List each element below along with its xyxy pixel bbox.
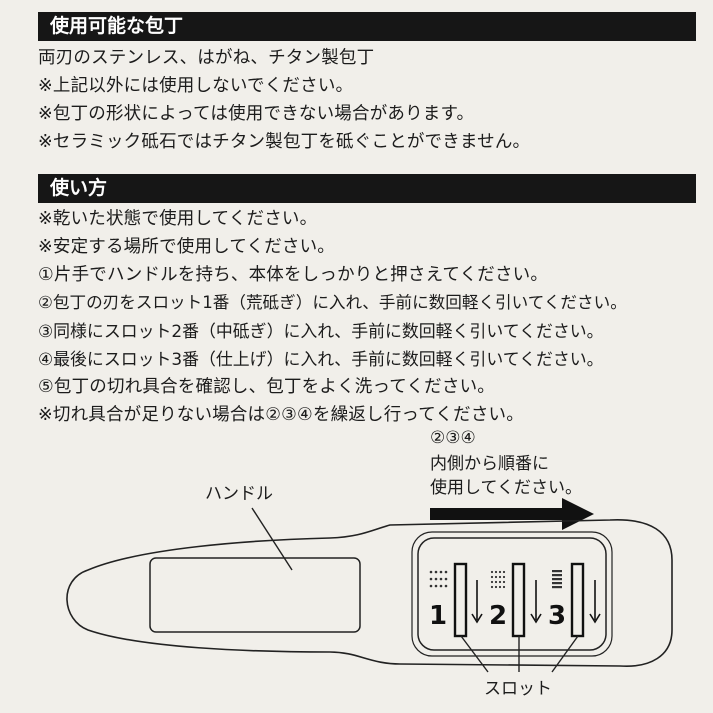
slot-number: 1	[429, 601, 447, 631]
slot-1	[453, 562, 468, 638]
order-note-line: 内側から順番に	[430, 454, 549, 474]
direction-arrow-icon	[430, 498, 594, 530]
slot-3	[570, 562, 585, 638]
text-line: ③同様にスロット2番（中砥ぎ）に入れ、手前に数回軽く引いてください。	[38, 321, 604, 341]
section-title: 使用可能な包丁	[50, 15, 184, 37]
text-line: ②包丁の刃をスロット1番（荒砥ぎ）に入れ、手前に数回軽く引いてください。	[38, 293, 627, 312]
section-header-how-to-use: 使い方	[38, 174, 696, 203]
handle-leader-line	[251, 507, 293, 571]
slot-number: 3	[548, 601, 566, 631]
text-line: ⑤包丁の切れ具合を確認し、包丁をよく洗ってください。	[38, 377, 495, 397]
section-title: 使い方	[50, 177, 108, 199]
order-note-line: 使用してください。	[430, 478, 582, 498]
grit-dots-medium	[490, 570, 506, 589]
text-line: ①片手でハンドルを持ち、本体をしっかりと押さえてください。	[38, 265, 549, 285]
slot-panel	[417, 537, 607, 651]
handle-grip	[149, 557, 361, 633]
pull-arrow-icon	[471, 580, 601, 624]
slot-number: 2	[489, 601, 507, 631]
slot-label: スロット	[484, 679, 552, 699]
sharpener-diagram: ②③④ 内側から順番に 使用してください。 ハンドル	[0, 420, 713, 713]
text-line: ※包丁の形状によっては使用できない場合があります。	[38, 104, 475, 124]
text-line: ※上記以外には使用しないでください。	[38, 76, 354, 96]
text-line: ※切れ具合が足りない場合は②③④を繰返し行ってください。	[38, 405, 524, 425]
sharpener-body-outline	[66, 519, 673, 667]
slot-2	[511, 562, 526, 638]
grit-dots-fine	[552, 570, 562, 589]
text-line: 両刃のステンレス、はがね、チタン製包丁	[38, 48, 375, 68]
text-line: ※安定する場所で使用してください。	[38, 237, 336, 257]
text-line: ※セラミック砥石ではチタン製包丁を砥ぐことができません。	[38, 132, 531, 152]
section-header-usable-knives: 使用可能な包丁	[38, 12, 696, 41]
text-line: ※乾いた状態で使用してください。	[38, 209, 318, 229]
handle-label: ハンドル	[205, 484, 273, 504]
slot-leader-lines	[460, 635, 579, 673]
text-line: ④最後にスロット3番（仕上げ）に入れ、手前に数回軽く引いてください。	[38, 349, 604, 369]
grit-dots-coarse	[429, 570, 448, 588]
order-note-line: ②③④	[430, 428, 476, 448]
sharpener-illustration: 1 2 3 スロット	[66, 498, 673, 699]
